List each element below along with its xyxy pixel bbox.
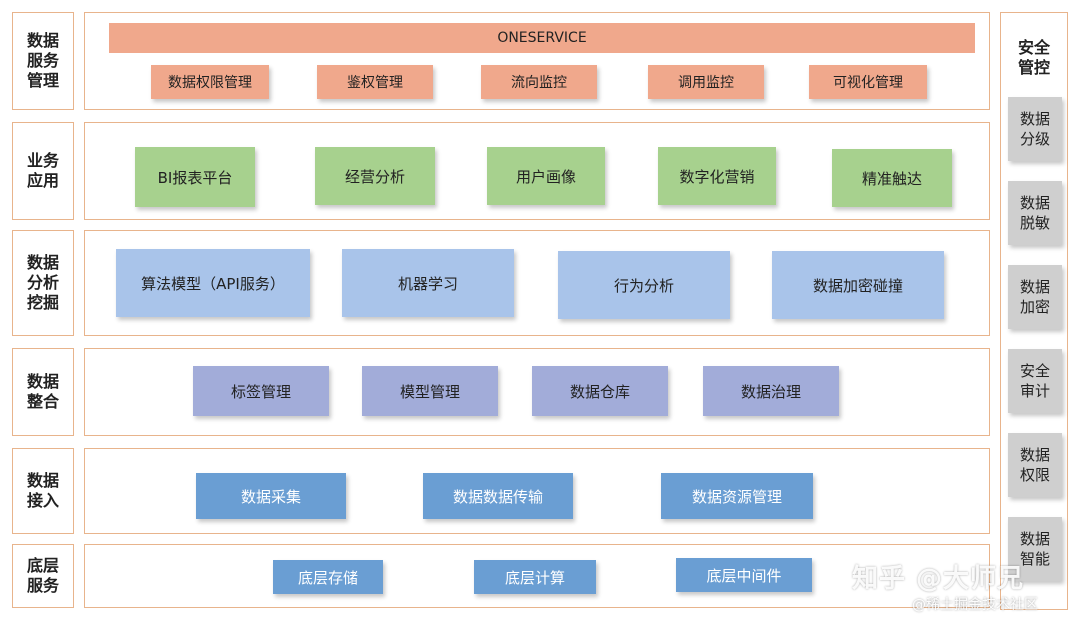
business-item-precise-reach: 精准触达 — [832, 149, 952, 207]
layer-label-underlying: 底层 服务 — [12, 544, 74, 608]
integration-item-model-management: 模型管理 — [362, 366, 498, 416]
layer-panel-integration: 标签管理 模型管理 数据仓库 数据治理 — [84, 348, 990, 436]
service-item-call-monitor: 调用监控 — [648, 65, 764, 99]
service-item-flow-monitor: 流向监控 — [481, 65, 597, 99]
analysis-item-encrypted-collision: 数据加密碰撞 — [772, 251, 944, 319]
business-item-operation-analysis: 经营分析 — [315, 147, 435, 205]
layer-label-analysis-mining: 数据 分析 挖掘 — [12, 230, 74, 336]
integration-item-tag-management: 标签管理 — [193, 366, 329, 416]
integration-item-data-warehouse: 数据仓库 — [532, 366, 668, 416]
layer-label-business-app: 业务 应用 — [12, 122, 74, 220]
security-title: 安全 管控 — [1017, 38, 1050, 77]
security-panel: 安全 管控 数据 分级 数据 脱敏 数据 加密 安全 审计 数据 权限 数据 智… — [1000, 12, 1068, 610]
underlying-item-middleware: 底层中间件 — [676, 558, 812, 592]
analysis-item-behavior-analysis: 行为分析 — [558, 251, 730, 319]
security-item-audit: 安全 审计 — [1008, 349, 1062, 413]
layer-label-data-service: 数据 服务 管理 — [12, 12, 74, 110]
analysis-item-algorithm-model: 算法模型（API服务） — [116, 249, 310, 317]
access-item-data-transmission: 数据数据传输 — [423, 473, 573, 519]
security-item-permission: 数据 权限 — [1008, 433, 1062, 497]
security-item-classification: 数据 分级 — [1008, 97, 1062, 161]
service-item-data-permission: 数据权限管理 — [151, 65, 269, 99]
business-item-digital-marketing: 数字化营销 — [658, 147, 776, 205]
security-item-intelligence: 数据 智能 — [1008, 517, 1062, 581]
layer-label-integration: 数据 整合 — [12, 348, 74, 436]
oneservice-banner: ONESERVICE — [109, 23, 975, 53]
layer-panel-data-access: 数据采集 数据数据传输 数据资源管理 — [84, 448, 990, 534]
layer-panel-underlying: 底层存储 底层计算 底层中间件 — [84, 544, 990, 608]
layer-panel-business-app: BI报表平台 经营分析 用户画像 数字化营销 精准触达 — [84, 122, 990, 220]
service-item-visual-management: 可视化管理 — [809, 65, 927, 99]
security-item-masking: 数据 脱敏 — [1008, 181, 1062, 245]
underlying-item-compute: 底层计算 — [474, 560, 596, 594]
security-item-encryption: 数据 加密 — [1008, 265, 1062, 329]
layer-label-data-access: 数据 接入 — [12, 448, 74, 534]
underlying-item-storage: 底层存储 — [273, 560, 383, 594]
layer-panel-data-service: ONESERVICE 数据权限管理 鉴权管理 流向监控 调用监控 可视化管理 — [84, 12, 990, 110]
watermark-zhihu: 知乎 @大师兄 — [852, 564, 1025, 594]
service-item-authentication: 鉴权管理 — [317, 65, 433, 99]
access-item-data-collection: 数据采集 — [196, 473, 346, 519]
watermark-juejin: @稀土掘金技术社区 — [912, 597, 1038, 613]
analysis-item-machine-learning: 机器学习 — [342, 249, 514, 317]
business-item-user-profile: 用户画像 — [487, 147, 605, 205]
layer-panel-analysis-mining: 算法模型（API服务） 机器学习 行为分析 数据加密碰撞 — [84, 230, 990, 336]
integration-item-data-governance: 数据治理 — [703, 366, 839, 416]
business-item-bi-report: BI报表平台 — [135, 147, 255, 207]
access-item-resource-management: 数据资源管理 — [661, 473, 813, 519]
